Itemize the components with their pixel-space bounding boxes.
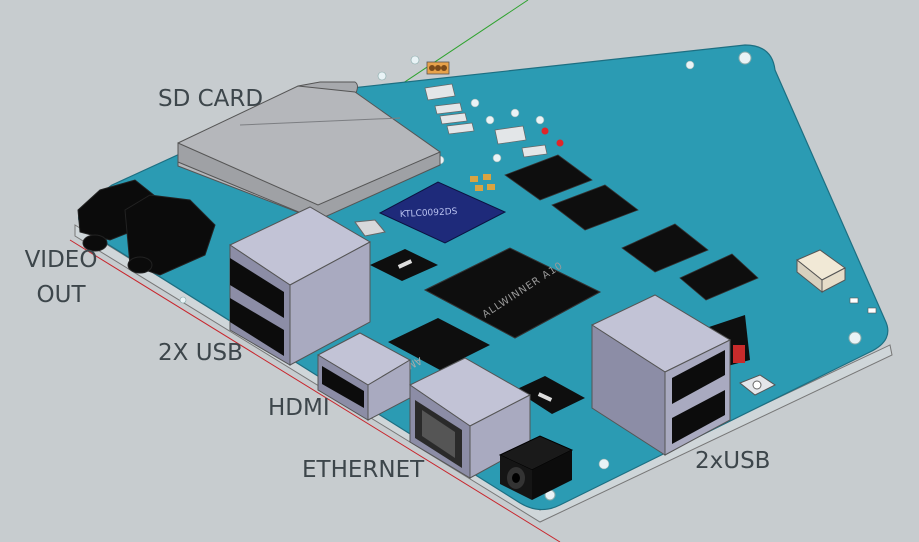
label-usb-left: 2X USB <box>158 336 243 371</box>
label-video-out: VIDEO OUT <box>18 243 104 313</box>
label-sd-card: SD CARD <box>158 82 263 117</box>
label-video-out-line1: VIDEO <box>18 243 104 278</box>
label-usb-right: 2xUSB <box>695 444 770 479</box>
label-hdmi: HDMI <box>268 391 330 426</box>
mounting-hole <box>849 332 861 344</box>
led-red <box>557 140 564 147</box>
red-pad <box>733 345 745 363</box>
led-red <box>542 128 549 135</box>
label-ethernet: ETHERNET <box>302 453 424 488</box>
mounting-hole <box>739 52 751 64</box>
label-video-out-line2: OUT <box>18 278 104 313</box>
pad-cluster <box>427 62 449 74</box>
small-resistor <box>868 308 876 313</box>
small-resistor <box>850 298 858 303</box>
